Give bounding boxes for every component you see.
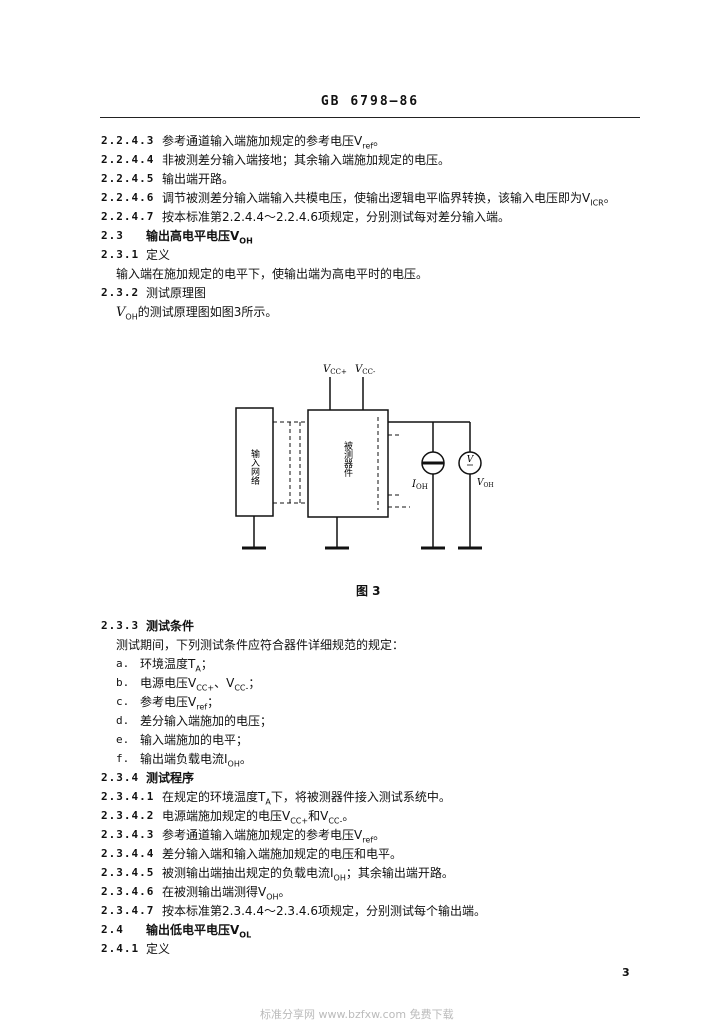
dut-block <box>307 409 389 518</box>
input-network-label: 输入网络 <box>249 448 260 486</box>
test-circuit-diagram: VCC+ VCC- 输入网络 被测器件 V IOH VOH <box>235 364 494 550</box>
page-header: GB 6798—86 <box>320 94 420 109</box>
header-rule <box>100 117 640 118</box>
dut-label: 被测器件 <box>342 440 353 478</box>
page-number: 3 <box>622 966 630 979</box>
figure-caption: 图 3 <box>356 584 381 598</box>
voh-label: VOH <box>477 478 494 489</box>
ioh-label: IOH <box>411 479 428 491</box>
supply-plus-label: VCC+ <box>323 364 347 376</box>
supply-minus-label: VCC- <box>355 364 376 376</box>
svg-text:V: V <box>467 455 475 465</box>
watermark: 标准分享网 www.bzfxw.com 免费下载 <box>260 1008 454 1021</box>
